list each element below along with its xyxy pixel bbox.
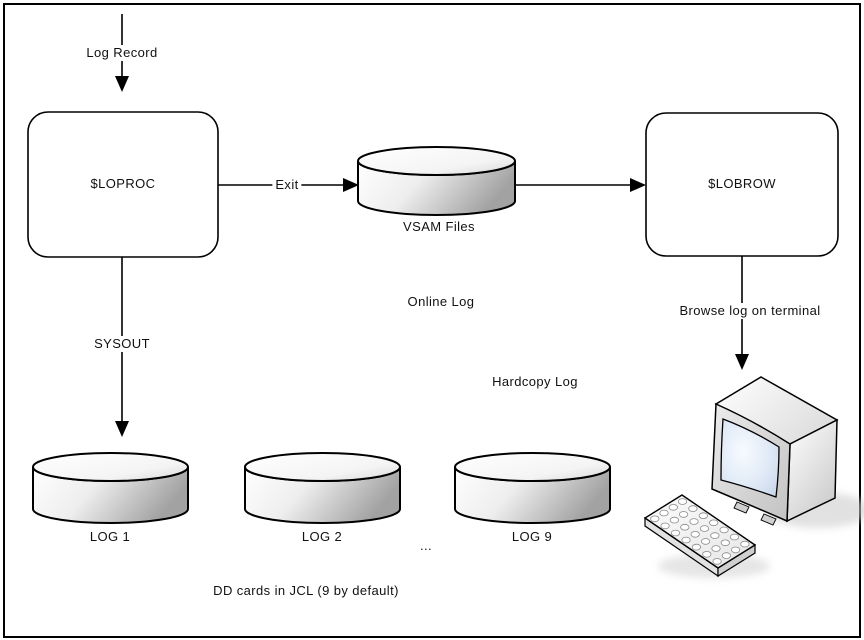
disk-cylinder-icon-log1 bbox=[32, 452, 189, 524]
disk-cylinder-icon-log2 bbox=[244, 452, 401, 524]
label-browse-log: Browse log on terminal bbox=[676, 303, 824, 319]
disk-cylinder-icon-log9 bbox=[454, 452, 611, 524]
label-exit: Exit bbox=[272, 177, 302, 193]
label-vsam-files: VSAM Files bbox=[403, 219, 475, 234]
label-online-log: Online Log bbox=[407, 294, 475, 309]
label-lobrow: $LOBROW bbox=[708, 176, 776, 191]
disk-cylinder-icon-vsam bbox=[357, 146, 516, 216]
label-log-9: LOG 9 bbox=[511, 529, 553, 544]
label-dd-cards: DD cards in JCL (9 by default) bbox=[213, 583, 399, 598]
arrow-vsam-to-lobrow bbox=[515, 178, 646, 192]
label-log-record: Log Record bbox=[83, 45, 161, 61]
label-hardcopy-log: Hardcopy Log bbox=[492, 374, 578, 389]
label-loproc: $LOPROC bbox=[90, 176, 156, 191]
keyboard-keys bbox=[650, 498, 750, 565]
label-log-2: LOG 2 bbox=[301, 529, 343, 544]
label-ellipsis: ... bbox=[419, 538, 433, 553]
crt-terminal-icon bbox=[643, 376, 864, 578]
label-sysout: SYSOUT bbox=[91, 336, 153, 352]
keyboard-icon bbox=[643, 494, 757, 578]
page-border bbox=[3, 3, 861, 638]
label-log-1: LOG 1 bbox=[89, 529, 131, 544]
